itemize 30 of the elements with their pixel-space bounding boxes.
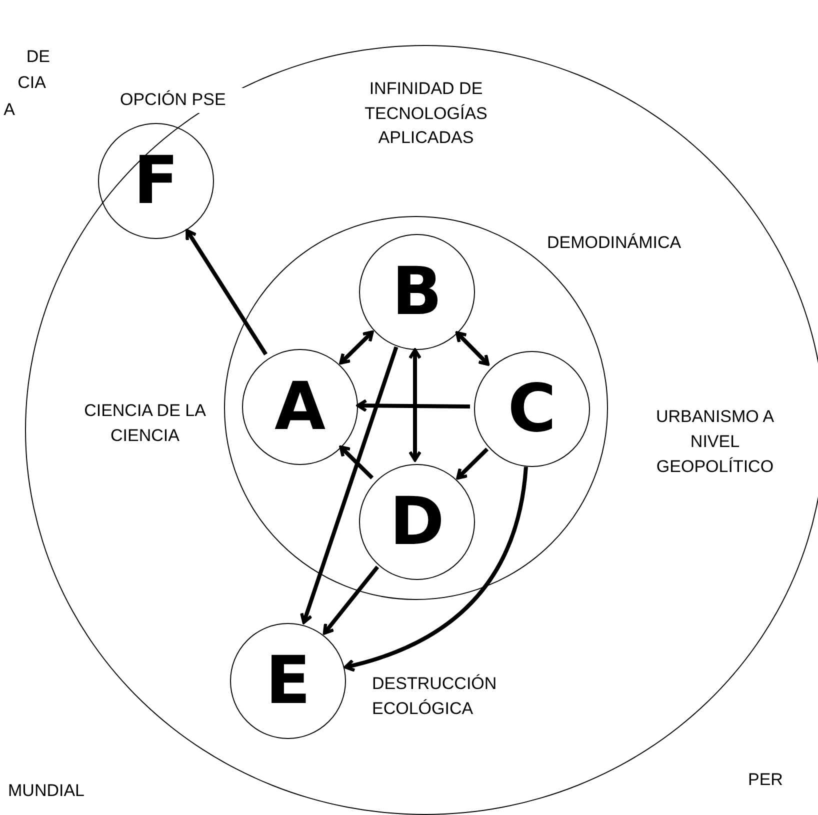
node-letter: A — [274, 374, 326, 440]
letter-circle — [242, 349, 358, 465]
arrow — [339, 445, 374, 480]
arrow — [300, 346, 398, 624]
arrow — [186, 229, 268, 356]
region-label: CIA — [16, 72, 46, 94]
arrow — [408, 348, 422, 462]
region-label: URBANISMO A NIVEL GEOPOLÍTICO — [654, 406, 776, 478]
region-label: MUNDIAL — [8, 780, 86, 802]
region-label: DE — [25, 46, 50, 68]
region-heading: DEMODINÁMICA — [547, 232, 682, 254]
arrow — [322, 566, 380, 635]
node-caption: DESTRUCCIÓN ECOLÓGICA — [372, 673, 498, 720]
region-heading: INFINIDAD DE TECNOLOGÍAS APLICADAS — [364, 78, 488, 150]
region-label: A — [2, 99, 15, 121]
node-letter: E — [265, 648, 311, 714]
arrow — [455, 331, 490, 366]
arrow — [339, 330, 374, 365]
arrow — [356, 398, 470, 412]
node-letter: C — [508, 376, 556, 442]
node-letter: B — [392, 259, 442, 325]
node-letter: F — [133, 148, 179, 214]
region-label: CIENCIA DE LA CIENCIA — [83, 400, 207, 447]
arrow — [344, 466, 528, 672]
letter-circle — [359, 234, 475, 350]
region-label: PER — [748, 769, 784, 791]
letter-circle — [474, 351, 590, 467]
letter-circle — [359, 464, 475, 580]
arrow — [456, 448, 489, 480]
node-letter: D — [390, 489, 444, 555]
